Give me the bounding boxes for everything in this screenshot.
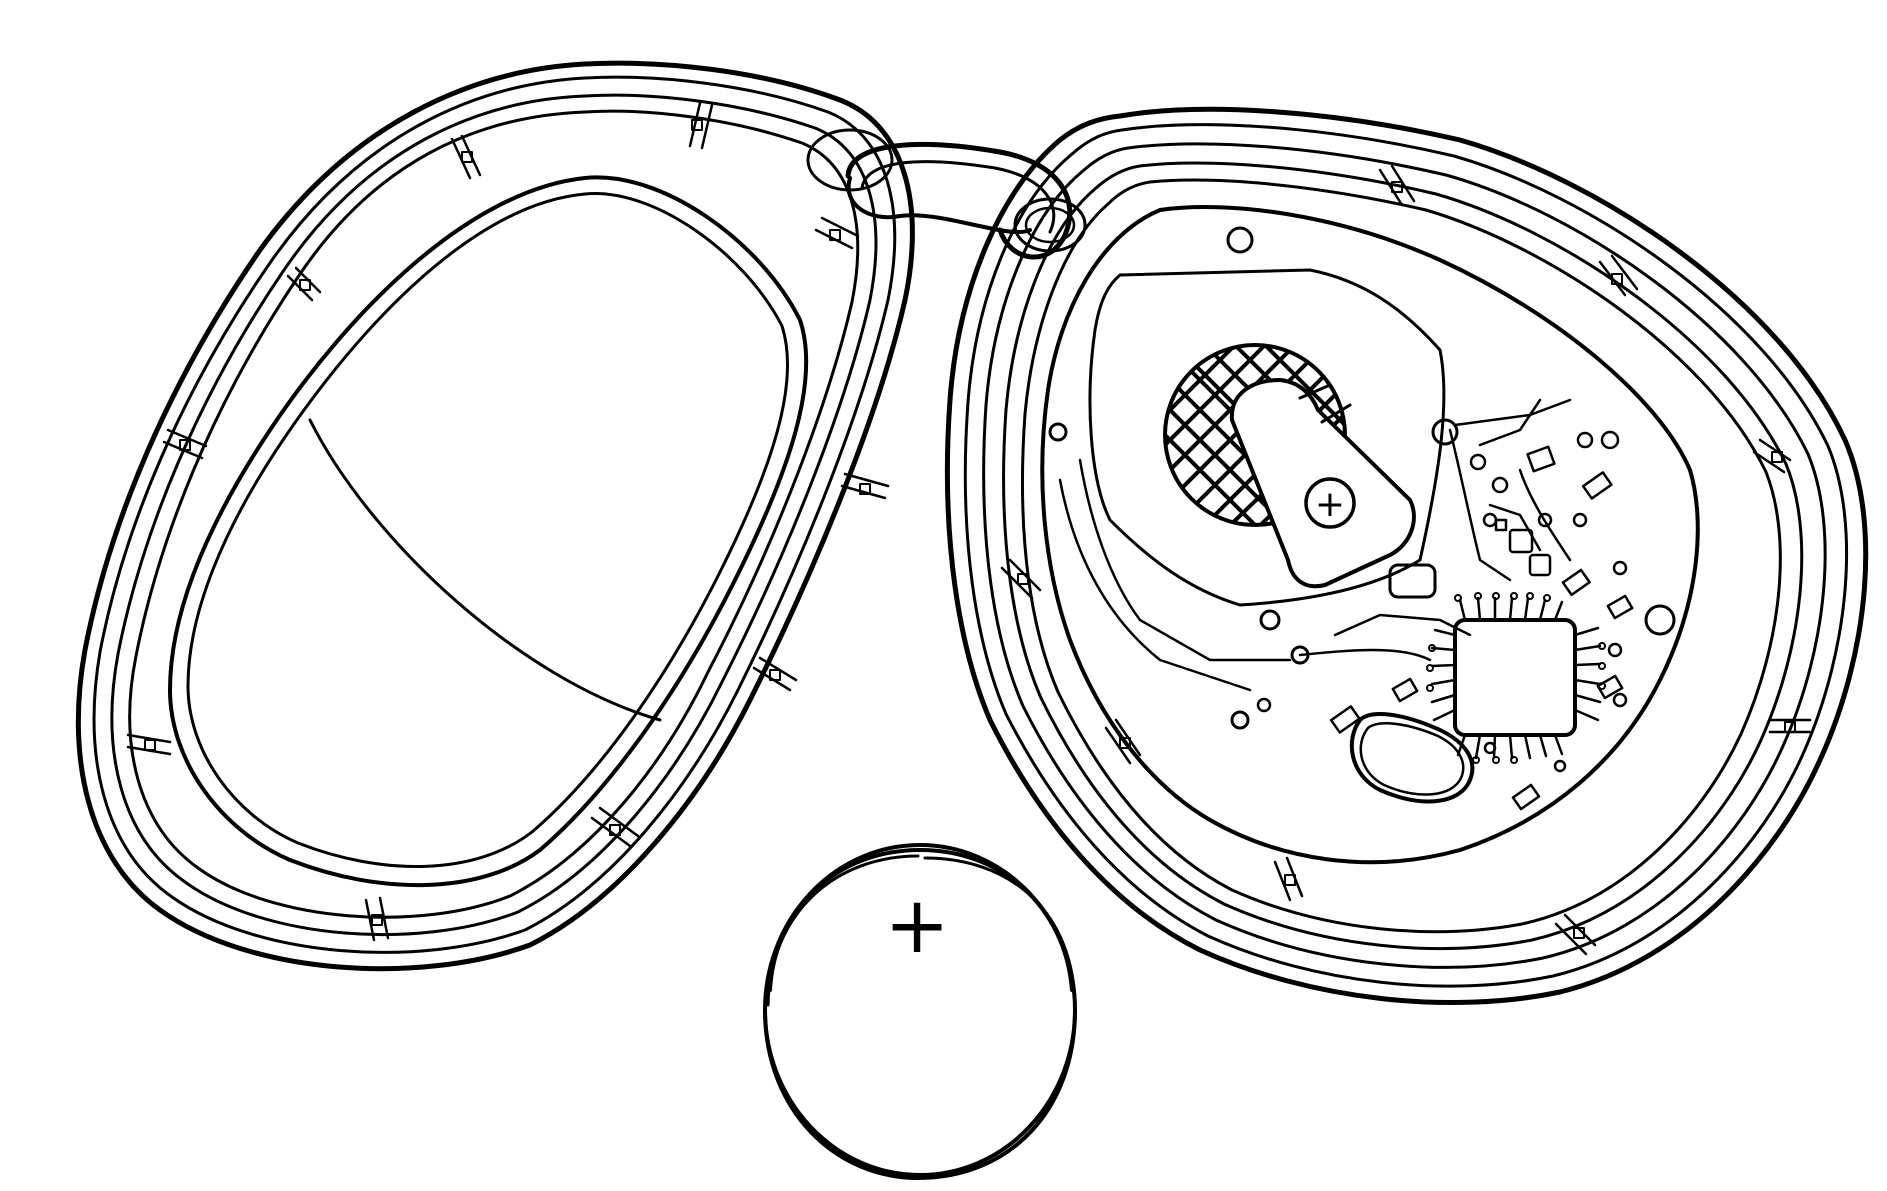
holder-plus-mark: + xyxy=(1315,484,1345,525)
front-housing-circuit-board: + xyxy=(944,106,1869,1006)
battery-plus-mark: + xyxy=(884,881,949,971)
rear-housing xyxy=(75,60,915,972)
coin-battery: + xyxy=(763,843,1077,1180)
microchip xyxy=(1426,592,1606,764)
